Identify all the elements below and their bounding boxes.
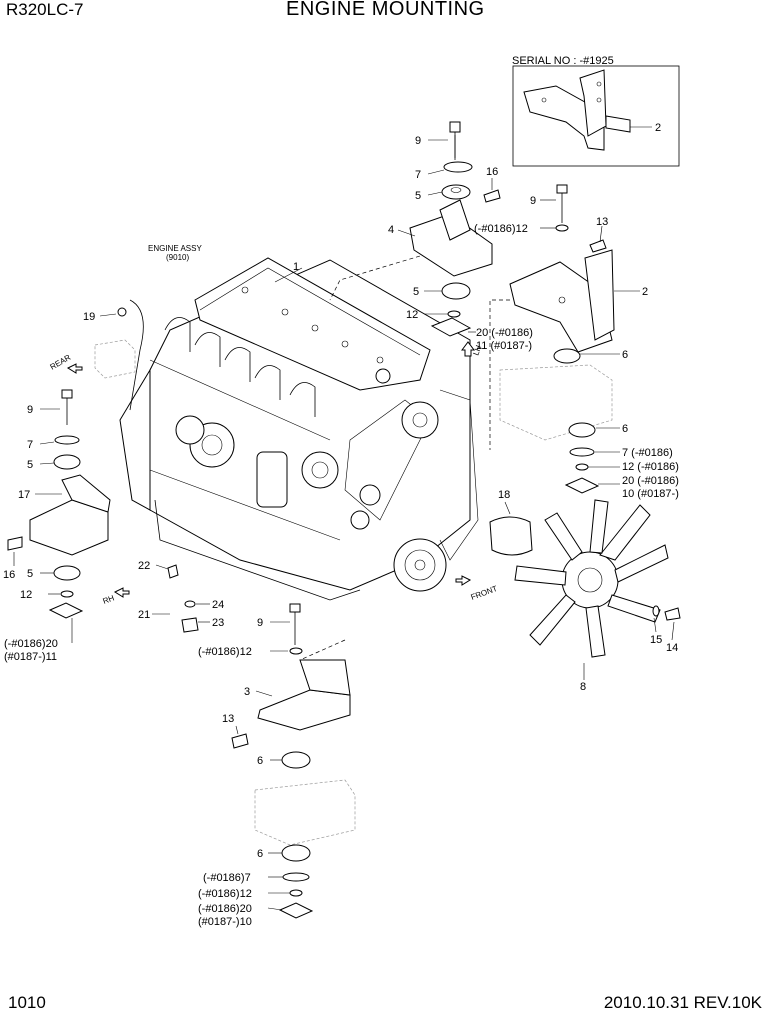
callout: (-#0186)7 [203, 872, 251, 884]
callout: 20 (-#0186) [622, 475, 679, 487]
frame-ghost-bottom [254, 779, 356, 846]
callout: 23 [212, 617, 224, 629]
direction-rear: REAR [49, 353, 83, 374]
callout: 7 (-#0186) [622, 447, 673, 459]
fan-assembly [489, 499, 681, 658]
callout: 12 [406, 309, 418, 321]
callout: 24 [212, 599, 224, 611]
engine-assy-label: ENGINE ASSY [148, 244, 202, 253]
callout: (-#0186)20 [198, 903, 252, 915]
callout: 3 [244, 686, 250, 698]
leader-lines [13, 139, 675, 911]
callout-labels: 1 9 7 5 16 4 5 12 20 (-#0186) 11 (#0187-… [3, 135, 679, 928]
callout: 20 (-#0186) [476, 327, 533, 339]
callout: 16 [3, 569, 15, 581]
engine-assy-code: (9010) [166, 253, 189, 262]
callout: 9 [257, 617, 263, 629]
callout: 11 (#0187-) [476, 340, 532, 352]
serial-inset-caption: SERIAL NO : -#1925 [512, 55, 614, 67]
inset-callout-2: 2 [655, 122, 661, 134]
callout: 6 [622, 423, 628, 435]
callout: 6 [257, 755, 263, 767]
page-title: ENGINE MOUNTING [286, 0, 485, 20]
callout: 13 [222, 713, 234, 725]
callout: 9 [415, 135, 421, 147]
callout: 6 [622, 349, 628, 361]
callout: (#0187-)11 [4, 651, 57, 663]
callout: 16 [486, 166, 498, 178]
callout: 12 (-#0186) [622, 461, 679, 473]
callout: 21 [138, 609, 150, 621]
direction-rh: RH [102, 587, 130, 606]
callout: 9 [530, 195, 536, 207]
callout: 8 [580, 681, 586, 693]
callout: 5 [415, 190, 421, 202]
callout: 5 [27, 568, 33, 580]
callout: (-#0186)12 [474, 223, 528, 235]
model-number: R320LC-7 [6, 0, 84, 19]
callout: (#0187-)10 [198, 916, 252, 928]
callout: 22 [138, 560, 150, 572]
callout: 4 [388, 224, 394, 236]
frame-ghost-right [499, 364, 613, 441]
callout: 7 [415, 169, 421, 181]
callout: 1 [293, 261, 299, 273]
front-upper-mount [409, 121, 501, 337]
callout: 12 [20, 589, 32, 601]
callout: (-#0186)12 [198, 646, 252, 658]
callout: 14 [666, 642, 678, 654]
direction-front: FRONT [455, 575, 499, 602]
svg-text:RH: RH [102, 593, 116, 605]
callout: 19 [83, 311, 95, 323]
callout: 5 [413, 286, 419, 298]
callout: 18 [498, 489, 510, 501]
callout: 7 [27, 439, 33, 451]
page-number: 1010 [8, 993, 46, 1012]
callout: 13 [596, 216, 608, 228]
engine-assembly: ENGINE ASSY (9010) [119, 244, 479, 601]
revision-date: 2010.10.31 REV.10K [603, 993, 762, 1012]
callout: (-#0186)12 [198, 888, 252, 900]
callout: 6 [257, 848, 263, 860]
svg-text:FRONT: FRONT [470, 584, 499, 602]
drain-pipe [167, 564, 199, 712]
left-rear-mount [7, 307, 127, 619]
callout: 2 [642, 286, 648, 298]
callout: (-#0186)20 [4, 638, 58, 650]
callout: 17 [18, 489, 30, 501]
svg-text:LH: LH [471, 344, 483, 357]
callout: 10 (#0187-) [622, 488, 679, 500]
callout: 9 [27, 404, 33, 416]
callout: 5 [27, 459, 33, 471]
callout: 15 [650, 634, 662, 646]
direction-lh: LH [461, 341, 483, 357]
right-upper-mount [509, 184, 615, 494]
frame-ghost-rear [94, 339, 136, 379]
serial-inset: SERIAL NO : -#1925 2 [512, 55, 680, 167]
